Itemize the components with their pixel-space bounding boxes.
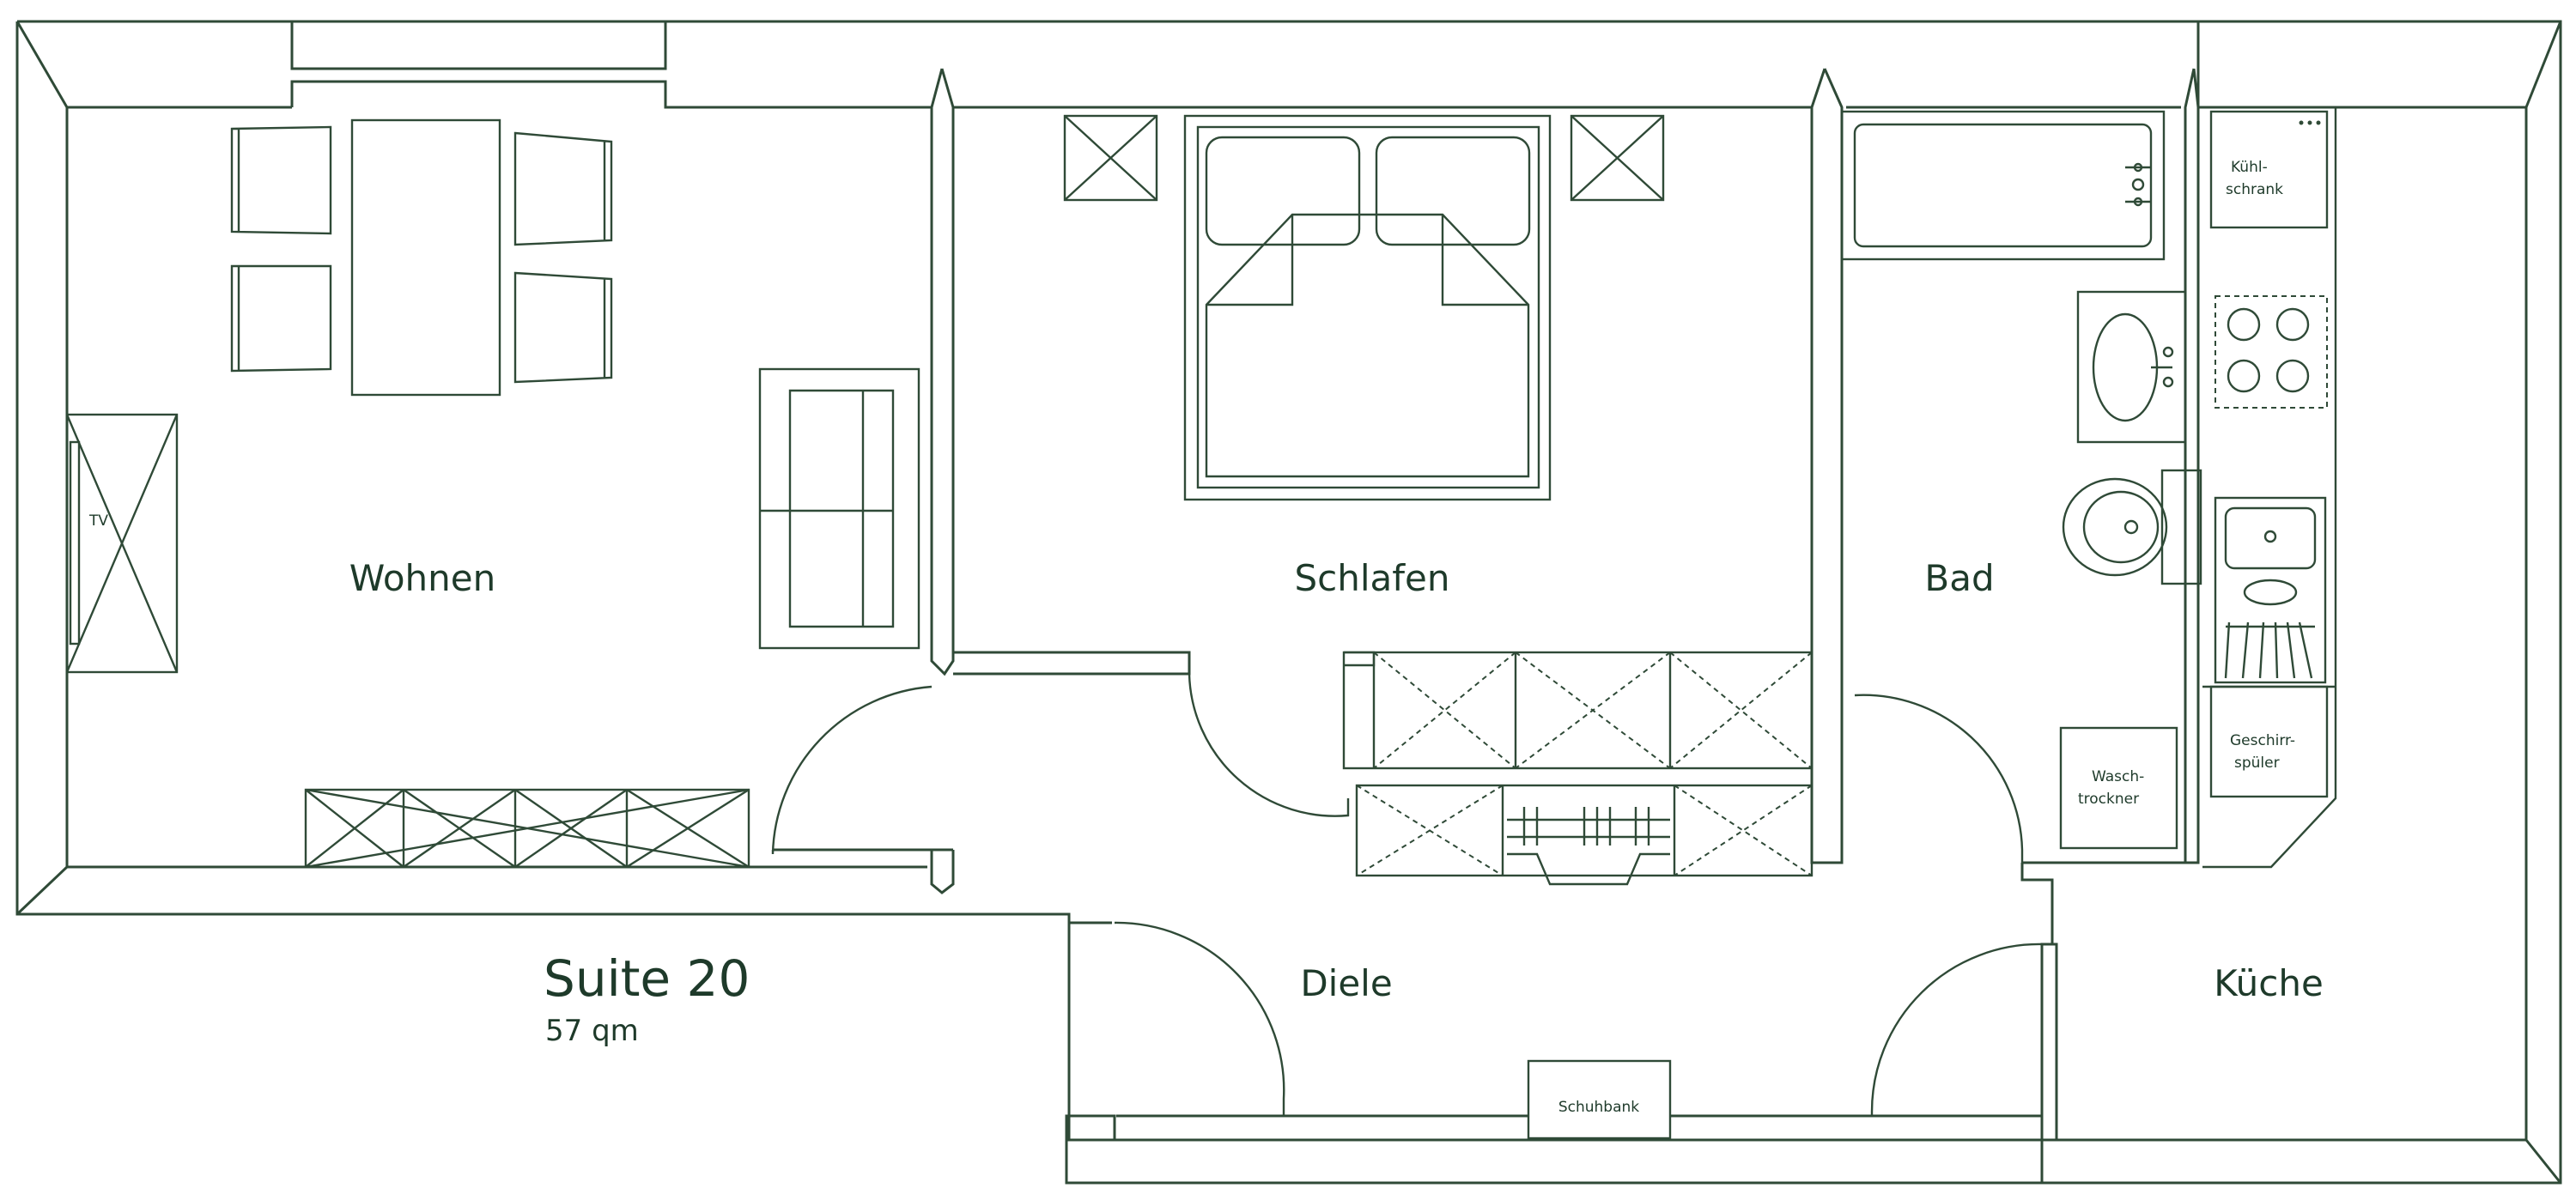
chair-3 [513,131,613,246]
door-kueche [1870,943,2043,1116]
dining-table [350,118,501,397]
kitchen-sink [2214,496,2327,684]
outer-walls [15,20,2562,1185]
kueche-fixtures [2202,106,2337,869]
dishwasher-label-2: spüler [2234,755,2280,772]
washer-dryer [2059,726,2178,850]
chair-1 [230,125,332,235]
wardrobe [1342,651,1814,770]
toilet [2062,477,2168,577]
fridge-label-2: schrank [2226,181,2283,198]
fridge [2209,110,2329,229]
sofa [758,367,920,650]
fridge-label-1: Kühl- [2231,159,2268,176]
interior-walls [773,68,2200,1183]
tv-label: TV [88,512,108,530]
room-label-diele: Diele [1300,962,1392,1004]
washbasin [2092,312,2159,422]
shoe-bench [1527,1059,1672,1140]
chair-4 [513,271,613,384]
room-label-wohnen: Wohnen [349,557,495,599]
washbasin-cabinet [2076,290,2187,444]
dishwasher [2209,685,2329,798]
nightstand-right [1570,114,1665,202]
washer-label-1: Wasch- [2092,768,2144,785]
room-label-schlafen: Schlafen [1294,557,1449,599]
door-bad [1854,694,2024,863]
door-wohnen [771,685,933,855]
kitchen-counter [2202,106,2337,869]
toilet-cistern [2160,469,2202,585]
chair-2 [230,264,332,373]
plan-title: Suite 20 [544,949,750,1008]
shoe-bench-label: Schuhbank [1558,1099,1639,1116]
wohnen-furniture [65,118,920,869]
bad-fixtures [1840,110,2202,850]
door-entrance [1114,921,1285,1116]
room-label-bad: Bad [1924,557,1994,599]
tv-unit [65,413,179,674]
sideboard [304,788,750,869]
washer-label-2: trockner [2078,791,2139,808]
diele-furniture [1355,784,1814,1140]
cooktop [2215,295,2328,409]
plan-area: 57 qm [545,1014,639,1048]
bathtub [1840,110,2166,261]
hall-cabinet [1355,784,1814,877]
doors [771,673,2043,1116]
door-schlafen [1188,673,1350,817]
labels: Wohnen Schlafen Bad Diele Küche Suite 20… [88,159,2324,1116]
bed [1183,114,1552,501]
nightstand-left [1063,114,1158,202]
room-label-kueche: Küche [2214,962,2324,1004]
dishwasher-label-1: Geschirr- [2230,732,2295,749]
schlafen-furniture [1063,114,1814,770]
